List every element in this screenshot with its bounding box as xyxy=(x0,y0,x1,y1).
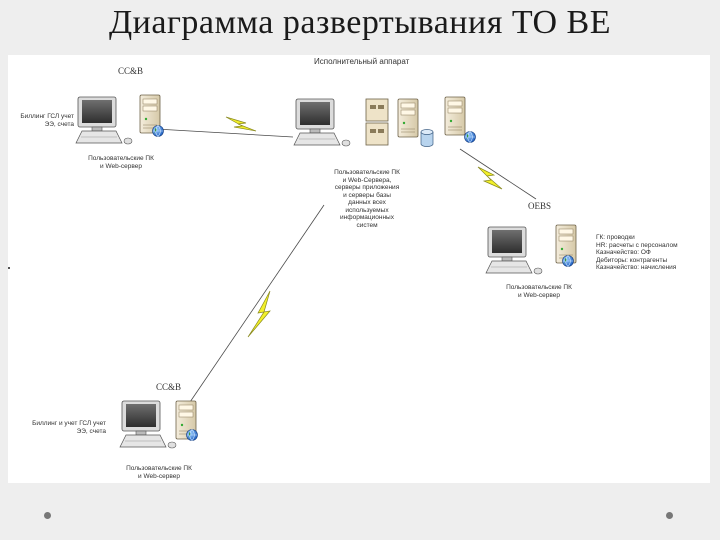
slide-bullet-left xyxy=(44,512,51,519)
globe-icon xyxy=(465,132,476,143)
globe-icon xyxy=(153,126,164,137)
site-caption-ccb-top: Пользовательские ПК и Web-сервер xyxy=(76,155,166,170)
oebs-module-list: ГК: проводки НR: расчеты с персоналом Ка… xyxy=(596,234,706,272)
lightning-link-icon xyxy=(248,291,270,337)
site-caption-hq: Пользовательские ПК и Web-Сервера, серве… xyxy=(322,169,412,229)
oebs-module: ГК: проводки xyxy=(596,234,706,242)
database-icon xyxy=(421,130,433,147)
stray-mark xyxy=(8,267,10,269)
site-description-ccb-bottom: Биллинг и учет ГСЛ учет ЭЭ, счета xyxy=(10,420,106,435)
site-name-ccb-top: CC&B xyxy=(118,66,143,76)
link-hq-to-oebs xyxy=(460,149,536,199)
deployment-diagram: CC&B Биллинг ГСЛ учет ЭЭ, счета Пользова… xyxy=(8,55,710,483)
link-hq-to-ccb-bottom xyxy=(188,205,324,405)
server-tower-icon xyxy=(398,99,418,137)
oebs-module: Дебиторы: контрагенты xyxy=(596,257,706,265)
lightning-link-icon xyxy=(226,117,256,131)
globe-icon xyxy=(563,256,574,267)
server-tower-icon xyxy=(445,97,465,135)
server-stack-icon xyxy=(366,99,388,145)
oebs-module: Казначейство: ОФ xyxy=(596,249,706,257)
globe-icon xyxy=(187,430,198,441)
site-name-hq: Исполнительный аппарат xyxy=(314,57,409,66)
slide-title: Диаграмма развертывания TO BE xyxy=(0,4,720,42)
pc-monitor-icon xyxy=(294,99,350,146)
site-name-oebs: OEBS xyxy=(528,201,551,211)
pc-monitor-icon xyxy=(486,227,542,274)
pc-monitor-icon xyxy=(120,401,176,448)
site-description-ccb-top: Биллинг ГСЛ учет ЭЭ, счета xyxy=(8,113,74,128)
oebs-module: Казначейство: начисления xyxy=(596,264,706,272)
site-caption-ccb-bottom: Пользовательские ПК и Web-сервер xyxy=(114,465,204,480)
site-name-ccb-bottom: CC&B xyxy=(156,382,181,392)
slide-bullet-right xyxy=(666,512,673,519)
oebs-module: НR: расчеты с персоналом xyxy=(596,242,706,250)
site-caption-oebs: Пользовательские ПК и Web-сервер xyxy=(494,284,584,299)
pc-monitor-icon xyxy=(76,97,132,144)
link-ccb-top-to-hq xyxy=(156,129,293,137)
lightning-link-icon xyxy=(478,167,502,189)
